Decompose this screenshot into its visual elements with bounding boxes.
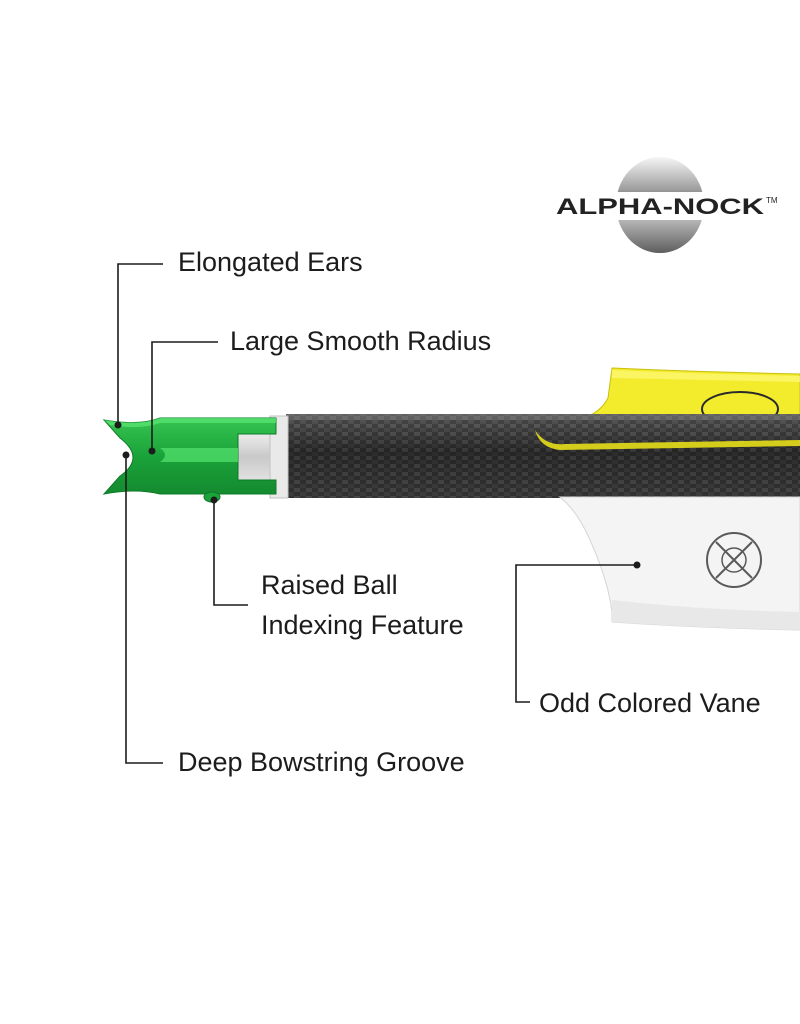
label-raised-ball-line1: Raised Ball bbox=[261, 570, 398, 600]
leader-lines bbox=[114, 263, 641, 764]
leader-large-smooth-radius bbox=[151, 341, 218, 450]
circle-x-icon bbox=[706, 532, 762, 588]
label-large-smooth-radius: Large Smooth Radius bbox=[230, 326, 491, 356]
leader-deep-bowstring-groove bbox=[125, 455, 163, 764]
logo-text-band bbox=[550, 192, 780, 220]
leader-odd-colored-vane bbox=[515, 564, 636, 703]
leader-elongated-ears bbox=[117, 263, 163, 424]
carbon-shaft bbox=[286, 414, 800, 498]
label-raised-ball-line2: Indexing Feature bbox=[261, 610, 464, 640]
label-deep-bowstring-groove: Deep Bowstring Groove bbox=[178, 747, 465, 777]
alpha-nock-logo: ALPHA-NOCK TM bbox=[550, 157, 780, 253]
logo-trademark: TM bbox=[766, 196, 778, 205]
label-elongated-ears: Elongated Ears bbox=[178, 247, 363, 277]
white-vane bbox=[558, 496, 800, 631]
label-odd-colored-vane: Odd Colored Vane bbox=[539, 688, 761, 718]
green-nock bbox=[102, 417, 277, 503]
logo-text: ALPHA-NOCK bbox=[556, 194, 764, 219]
leader-raised-ball bbox=[213, 500, 248, 606]
